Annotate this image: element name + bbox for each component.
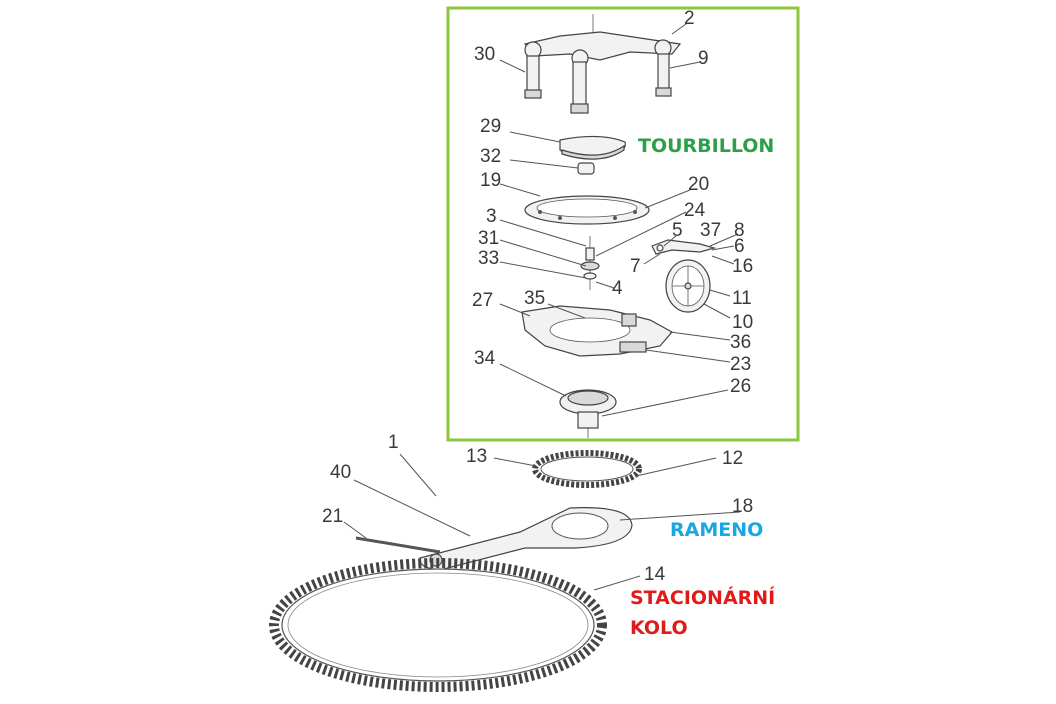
part-number: 19 [480,170,501,191]
part-number: 16 [732,256,753,277]
part-number: 3 [486,206,497,227]
part-number: 9 [698,48,709,69]
part-number: 5 [672,220,683,241]
part-number: 14 [644,564,666,585]
part-32 [577,162,595,175]
part-pinion [559,389,617,438]
part-21-rod [355,536,441,554]
part-number: 40 [330,462,351,483]
part-number: 10 [732,312,753,333]
part-lever [651,239,717,255]
part-29 [559,135,626,160]
part-number: 1 [388,432,399,453]
part-number: 32 [480,146,501,167]
part-arm-rameno [419,507,633,571]
stationary-wheel-label-line2: KOLO [630,617,688,639]
part-number: 13 [466,446,487,467]
part-number: 20 [688,174,709,195]
rameno-label: RAMENO [670,519,763,541]
part-stationary-wheel [269,558,607,692]
part-number: 34 [474,348,496,369]
part-number: 6 [734,236,745,257]
part-number: 2 [684,8,695,29]
part-number: 21 [322,506,343,527]
part-number: 27 [472,290,493,311]
part-number: 31 [478,228,499,249]
part-gear-ring [532,450,642,488]
part-number: 24 [684,200,706,221]
part-top-bridge [523,14,682,114]
part-number: 33 [478,248,499,269]
part-19-ring [524,195,650,225]
part-number: 7 [630,256,641,277]
part-escape-wheel [665,259,711,313]
part-number: 8 [734,220,745,241]
part-number: 29 [480,116,501,137]
part-number: 18 [732,496,753,517]
part-number: 36 [730,332,751,353]
part-number: 23 [730,354,751,375]
part-number: 30 [474,44,495,65]
part-number: 37 [700,220,721,241]
part-number-labels: 2 30 9 29 32 19 20 3 24 31 33 4 5 37 8 6… [322,8,753,585]
tourbillon-label: TOURBILLON [638,135,774,157]
part-lower-cage [521,305,673,357]
tourbillon-frame [446,6,800,442]
part-number: 12 [722,448,743,469]
leader-lines [343,23,741,591]
part-number: 35 [524,288,545,309]
stationary-wheel-label-line1: STACIONÁRNÍ [630,586,775,609]
part-number: 26 [730,376,751,397]
part-number: 11 [732,288,752,309]
part-balance-staff [580,236,600,290]
part-number: 4 [612,278,623,299]
